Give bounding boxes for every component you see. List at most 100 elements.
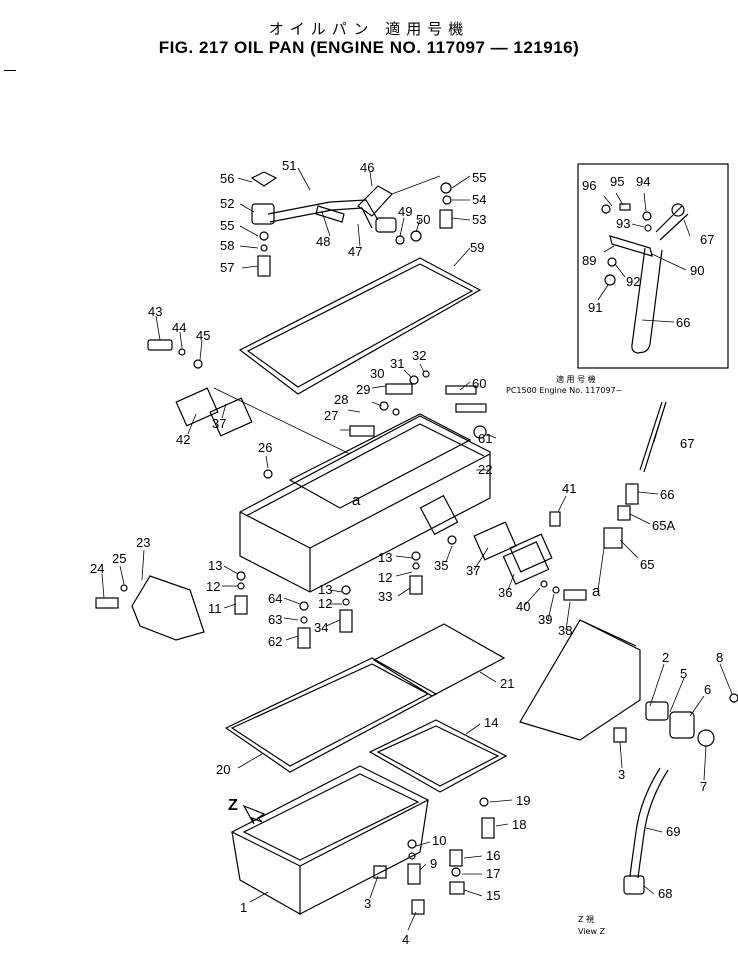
- callout-53: 53: [472, 212, 486, 227]
- callout-13: 13: [208, 558, 222, 573]
- inset-small-parts: [601, 203, 652, 286]
- callout-34: 34: [314, 620, 328, 635]
- callout-48: 48: [316, 234, 330, 249]
- callout-60: 60: [472, 376, 486, 391]
- callout-91: 91: [588, 300, 602, 315]
- view-z-marker: Z: [228, 797, 238, 814]
- callout-35: 35: [434, 558, 448, 573]
- callout-64: 64: [268, 591, 282, 606]
- callout-12: 12: [318, 596, 332, 611]
- callout-55: 55: [220, 218, 234, 233]
- callout-65a: 65A: [652, 518, 675, 533]
- callout-59: 59: [470, 240, 484, 255]
- callout-3: 3: [364, 896, 371, 911]
- callout-54: 54: [472, 192, 486, 207]
- applicability-japanese: 適 用 号 機: [556, 374, 596, 384]
- callout-8: 8: [716, 650, 723, 665]
- view-z-arrow: [242, 804, 266, 825]
- oil-pan-upper-body: [131, 387, 553, 641]
- callout-25: 25: [112, 551, 126, 566]
- callout-38: 38: [558, 623, 572, 638]
- callout-55: 55: [472, 170, 486, 185]
- callout-67: 67: [700, 232, 714, 247]
- callout-6: 6: [704, 682, 711, 697]
- callout-51: 51: [282, 158, 296, 173]
- inset-dipstick-tube: [609, 203, 689, 354]
- callout-30: 30: [370, 366, 384, 381]
- callout-5: 5: [680, 666, 687, 681]
- callout-63: 63: [268, 612, 282, 627]
- corner-tick-mark: [4, 70, 16, 71]
- applicability-note: PC1500 Engine No. 117097~: [506, 386, 622, 395]
- inset-leader-lines: [597, 192, 691, 323]
- callout-43: 43: [148, 304, 162, 319]
- callout-numbers: 51 46 56 52 55 58 57 48 47 49 50 55 54 5…: [90, 158, 723, 947]
- callout-2: 2: [662, 650, 669, 665]
- callout-50: 50: [416, 212, 430, 227]
- figure-title-japanese: オイルパン 適用号機: [268, 20, 470, 38]
- gasket-lower: [224, 623, 508, 793]
- callout-12: 12: [206, 579, 220, 594]
- callout-49: 49: [398, 204, 412, 219]
- callout-4: 4: [402, 932, 409, 947]
- figure-title: FIG. 217 OIL PAN (ENGINE NO. 117097 — 12…: [158, 38, 580, 57]
- callout-16: 16: [486, 848, 500, 863]
- callout-46: 46: [360, 160, 374, 175]
- callout-9: 9: [430, 856, 437, 871]
- callout-40: 40: [516, 599, 530, 614]
- letter-mark-a: a: [352, 492, 361, 509]
- callout-20: 20: [216, 762, 230, 777]
- view-z-label-japanese: Z 視: [578, 915, 594, 924]
- callout-67: 67: [680, 436, 694, 451]
- callout-62: 62: [268, 634, 282, 649]
- callout-27: 27: [324, 408, 338, 423]
- callout-13: 13: [318, 582, 332, 597]
- callout-57: 57: [220, 260, 234, 275]
- callout-37: 37: [212, 416, 226, 431]
- callout-24: 24: [90, 561, 104, 576]
- callout-96: 96: [582, 178, 596, 193]
- callout-15: 15: [486, 888, 500, 903]
- callout-89: 89: [582, 253, 596, 268]
- callout-56: 56: [220, 171, 234, 186]
- callout-42: 42: [176, 432, 190, 447]
- callout-17: 17: [486, 866, 500, 881]
- callout-18: 18: [512, 817, 526, 832]
- callout-26: 26: [258, 440, 272, 455]
- view-z-label: View Z: [578, 927, 606, 936]
- callout-12: 12: [378, 570, 392, 585]
- callout-92: 92: [626, 274, 640, 289]
- callout-90: 90: [690, 263, 704, 278]
- callout-36: 36: [498, 585, 512, 600]
- callout-66: 66: [660, 487, 674, 502]
- callout-23: 23: [136, 535, 150, 550]
- callout-45: 45: [196, 328, 210, 343]
- letter-mark-a: a: [592, 583, 601, 600]
- callout-13: 13: [378, 550, 392, 565]
- callout-33: 33: [378, 589, 392, 604]
- callout-47: 47: [348, 244, 362, 259]
- callout-65: 65: [640, 557, 654, 572]
- callout-58: 58: [220, 238, 234, 253]
- callout-44: 44: [172, 320, 186, 335]
- callout-32: 32: [412, 348, 426, 363]
- callout-52: 52: [220, 196, 234, 211]
- callout-95: 95: [610, 174, 624, 189]
- callout-1: 1: [240, 900, 247, 915]
- callout-29: 29: [356, 382, 370, 397]
- callout-66: 66: [676, 315, 690, 330]
- leader-lines: [101, 167, 733, 931]
- callout-3: 3: [618, 767, 625, 782]
- callout-94: 94: [636, 174, 650, 189]
- fasteners-and-washers: [95, 339, 587, 915]
- callout-22: 22: [478, 462, 492, 477]
- callout-21: 21: [500, 676, 514, 691]
- callout-37: 37: [466, 563, 480, 578]
- callout-39: 39: [538, 612, 552, 627]
- oil-pan-lower: [230, 765, 430, 916]
- oil-hose: [623, 767, 669, 895]
- callout-69: 69: [666, 824, 680, 839]
- callout-7: 7: [700, 779, 707, 794]
- callout-31: 31: [390, 356, 404, 371]
